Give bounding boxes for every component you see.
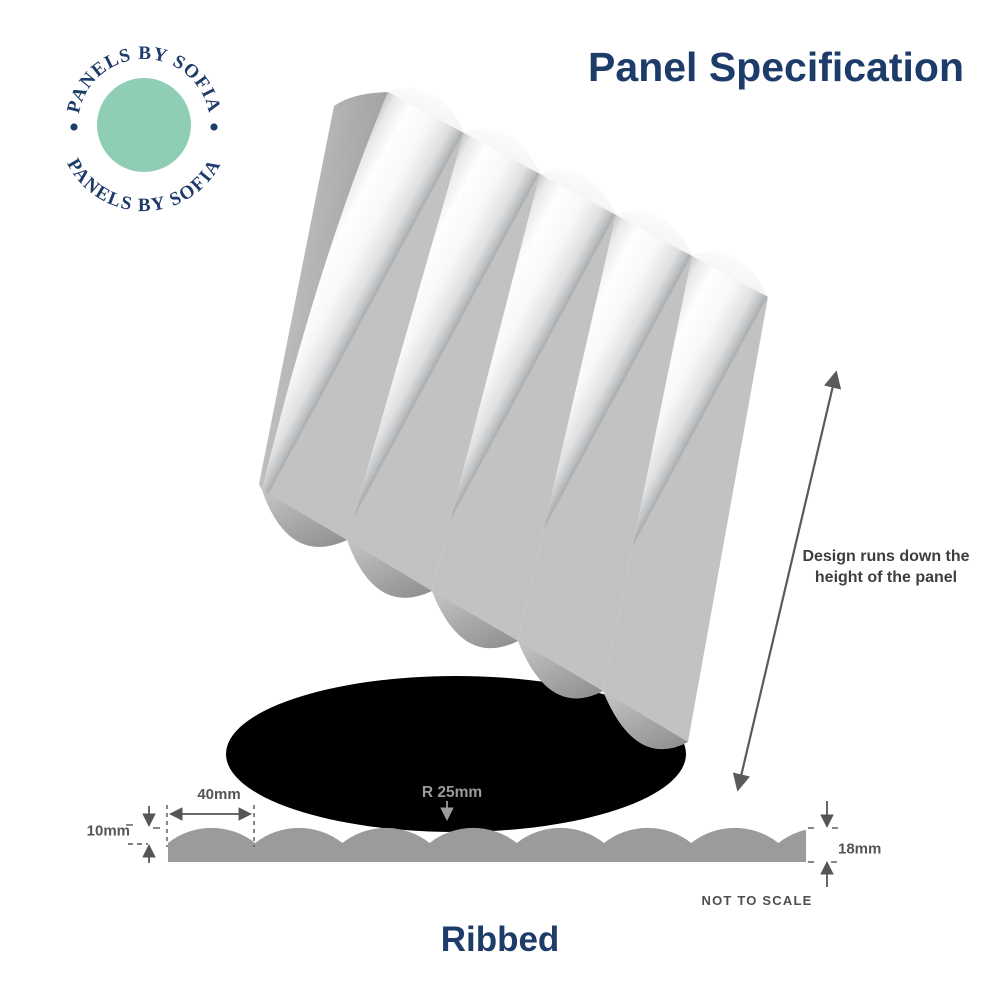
rib-top-cap-2 [464,128,540,174]
height-note: Design runs down the height of the panel [802,546,969,588]
brand-logo: PANELS BY SOFIA PANELS BY SOFIA [62,43,224,216]
logo-dot-left [70,123,78,131]
panel-rib-3 [432,169,616,649]
panel-side-face [259,92,388,490]
panel-rib-5 [603,251,768,750]
rib-top-cap-1 [388,87,464,133]
panel-shadow [226,676,686,832]
profile-diagram [126,801,838,887]
rib-bottom-cap-4 [518,641,603,699]
page-title: Panel Specification [588,44,964,90]
logo-circle [97,78,191,172]
rib-top-cap-3 [540,169,616,215]
dim-label-radius: R 25mm [421,784,483,801]
panel-3d-render [259,87,768,750]
rib-bottom-cap-1 [262,490,347,547]
logo-dot-right [210,123,218,131]
panel-rib-1 [262,87,464,547]
scale-note: NOT TO SCALE [701,893,813,908]
height-note-line2: height of the panel [814,569,958,586]
height-extent-arrow [732,370,842,792]
product-name: Ribbed [440,920,560,959]
rib-bottom-cap-5 [603,691,688,750]
rib-top-cap-4 [616,210,692,256]
height-note-line1: Design runs down the [802,548,970,565]
dim-label-thickness: 18mm [838,840,882,858]
rib-top-cap-5 [692,251,768,297]
rib-bottom-cap-2 [347,540,432,598]
rib-bottom-cap-3 [432,591,518,649]
panel-rib-4 [518,210,692,699]
dim-label-rib-width: 40mm [197,786,241,803]
dim-label-rib-height: 10mm [86,822,130,840]
panel-rib-2 [347,128,540,598]
profile-outline [168,827,806,862]
